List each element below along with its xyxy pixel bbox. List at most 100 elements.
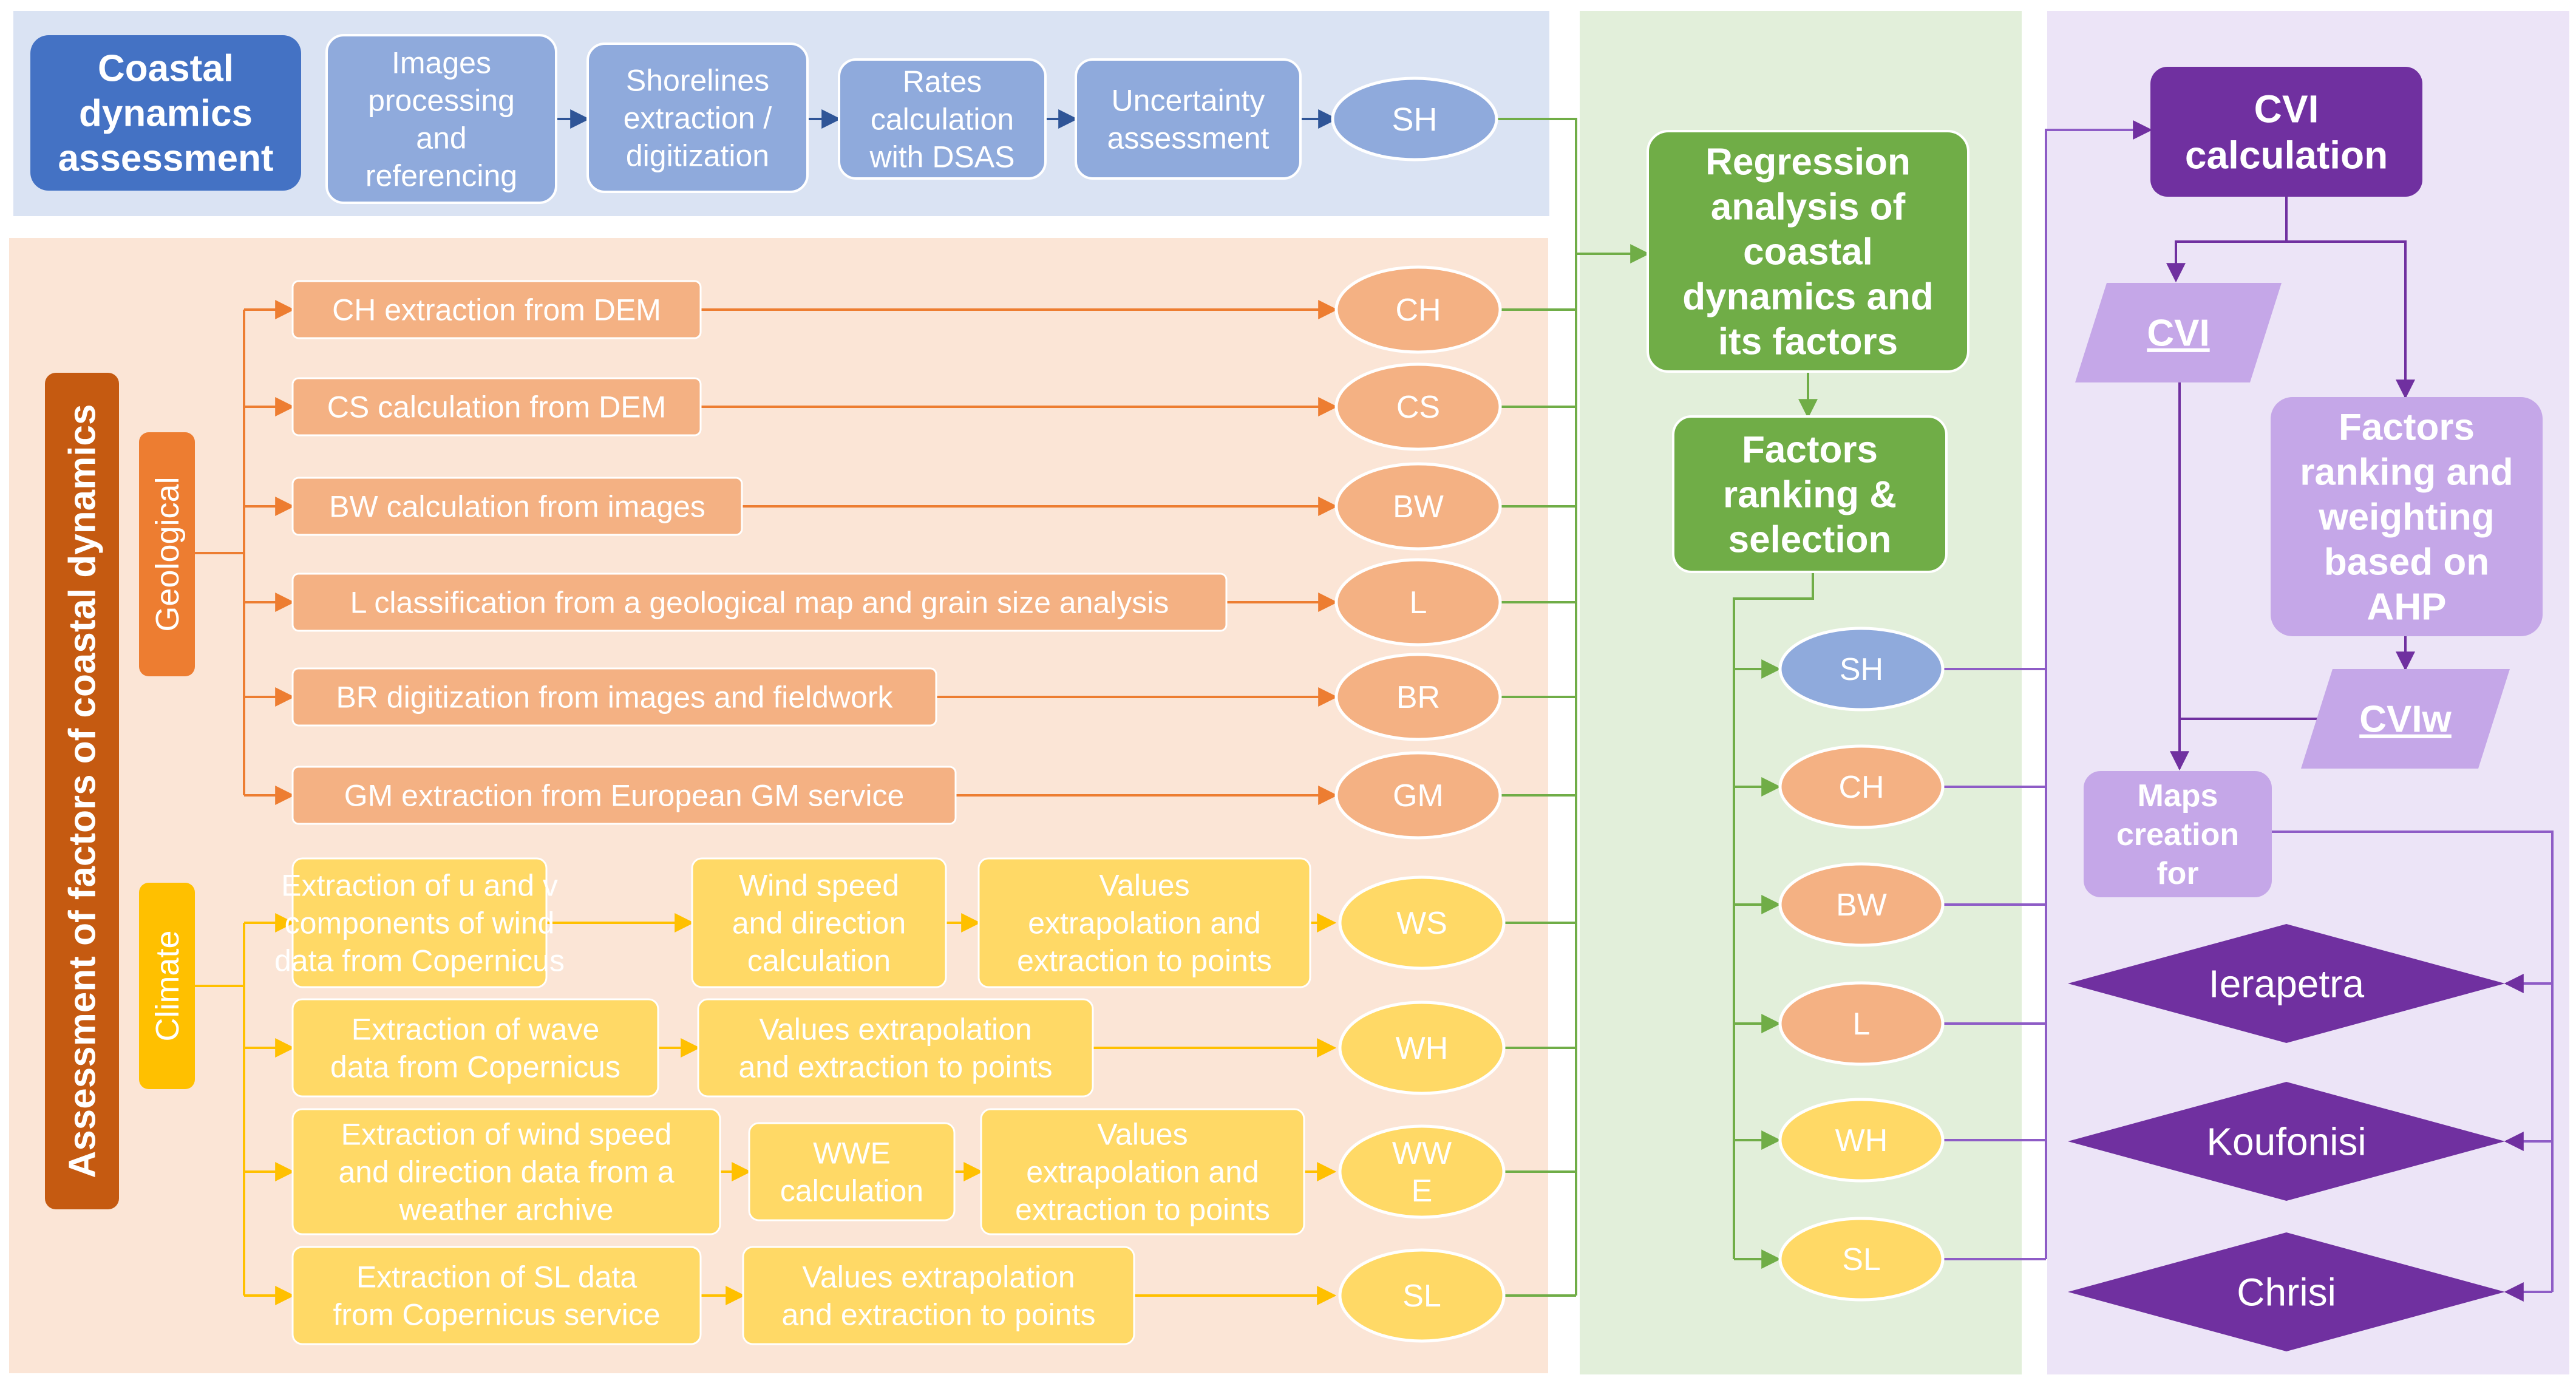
geological-task-br: BR digitization from images and fieldwor… <box>291 667 937 727</box>
koufonisi-site-node: Koufonisi <box>2068 1082 2505 1201</box>
chrisi-site-node-label: Chrisi <box>2237 1270 2336 1314</box>
gm-output-node-label: GM <box>1393 778 1444 814</box>
connector-lines <box>195 109 2554 1305</box>
l-output-node-label: L <box>1410 585 1427 620</box>
maps-to-sites-trunk <box>2272 831 2554 1292</box>
sh-output-node-label: SH <box>1392 101 1437 138</box>
cviw-output-shape: CVIw <box>2301 669 2510 769</box>
chrisi-site-node: Chrisi <box>2068 1232 2505 1351</box>
selected-wh-node-label: WH <box>1835 1123 1888 1158</box>
geological-task-l-label: L classification from a geological map a… <box>350 586 1169 620</box>
sl-output-node-label: SL <box>1402 1279 1441 1314</box>
cvi-calc-to-weighting-arrow <box>2286 240 2415 399</box>
selected-sl-node-label: SL <box>1842 1242 1881 1277</box>
selected-sl-node: SL <box>1778 1217 1945 1302</box>
geological-task-cs-label: CS calculation from DEM <box>327 390 667 424</box>
geological-task-l: L classification from a geological map a… <box>291 572 1228 632</box>
br-output-node-label: BR <box>1396 680 1440 715</box>
br-output-node: BR <box>1334 653 1502 741</box>
ch-output-node: CH <box>1334 265 1502 354</box>
selected-bw-node: BW <box>1778 862 1945 947</box>
koufonisi-site-node-label: Koufonisi <box>2206 1119 2366 1163</box>
selected-sh-node-label: SH <box>1840 652 1883 687</box>
geological-label-box: Geological <box>139 432 195 676</box>
cs-output-node: CS <box>1334 362 1502 451</box>
geological-task-ch: CH extraction from DEM <box>291 280 702 339</box>
bw-output-node: BW <box>1334 462 1502 551</box>
factors-title-bar-label: Assessment of factors of coastal dynamic… <box>62 404 104 1178</box>
selected-ch-node-label: CH <box>1838 770 1884 805</box>
climate-label-box-label: Climate <box>149 930 186 1041</box>
sl-output-node: SL <box>1338 1248 1506 1343</box>
geological-task-gm-label: GM extraction from European GM service <box>344 779 905 813</box>
geological-task-br-label: BR digitization from images and fieldwor… <box>336 681 893 715</box>
geological-task-bw-label: BW calculation from images <box>329 490 705 524</box>
wh-output-node: WH <box>1338 1000 1506 1095</box>
cvi-input-arrow <box>2045 120 2153 1259</box>
factors-title-bar: Assessment of factors of coastal dynamic… <box>45 373 119 1209</box>
cs-output-node-label: CS <box>1396 390 1440 425</box>
selected-sh-node: SH <box>1778 627 1945 712</box>
selected-ch-node: CH <box>1778 744 1945 829</box>
ierapetra-site-node: Ierapetra <box>2068 924 2505 1043</box>
selected-l-node: L <box>1778 981 1945 1066</box>
gm-output-node: GM <box>1334 751 1502 840</box>
sh-output-node: SH <box>1331 76 1498 161</box>
geological-task-gm: GM extraction from European GM service <box>291 766 957 825</box>
wh-output-node-label: WH <box>1396 1031 1449 1066</box>
geological-task-cs: CS calculation from DEM <box>291 377 702 437</box>
selected-l-node-label: L <box>1853 1007 1871 1042</box>
geological-task-ch-label: CH extraction from DEM <box>332 293 661 327</box>
bw-output-node-label: BW <box>1393 489 1444 525</box>
cviw-output-shape-label: CVIw <box>2359 699 2452 741</box>
cvi-output-shape-label: CVI <box>2147 313 2209 355</box>
sh-to-regression-link <box>1497 118 1577 254</box>
selected-bw-node-label: BW <box>1836 888 1887 923</box>
cvi-calc-to-cvi-arrow <box>2166 197 2288 283</box>
ch-output-node-label: CH <box>1395 293 1441 328</box>
l-output-node: L <box>1334 558 1502 647</box>
ierapetra-site-node-label: Ierapetra <box>2209 962 2365 1005</box>
selected-wh-node: WH <box>1778 1098 1945 1183</box>
ws-output-node: WS <box>1338 875 1506 970</box>
